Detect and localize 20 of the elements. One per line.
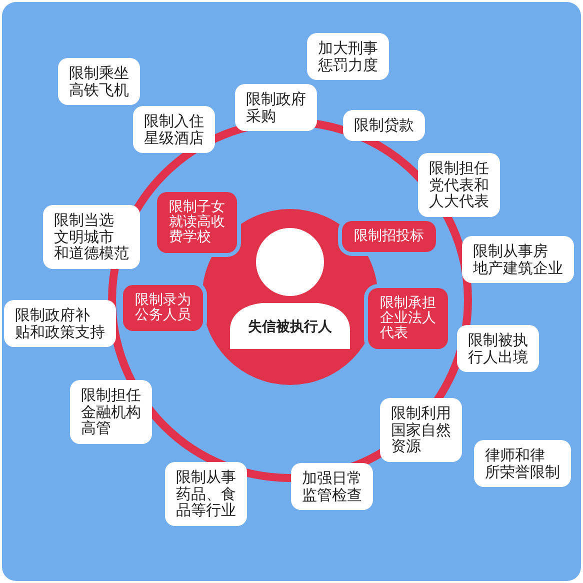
callout-card: 限制被执行人出境 bbox=[457, 325, 539, 372]
callout-card: 限制担任党代表和人大代表 bbox=[418, 153, 500, 216]
highlight-card: 限制招投标 bbox=[342, 221, 436, 252]
callout-card: 加强日常监管检查 bbox=[291, 463, 373, 510]
callout-card: 限制利用国家自然资源 bbox=[380, 398, 462, 462]
highlight-card: 限制子女就读高收费学校 bbox=[157, 192, 237, 253]
callout-card: 限制担任金融机构高管 bbox=[70, 380, 152, 444]
callout-card: 律师和律所荣誉限制 bbox=[474, 440, 571, 487]
callout-card: 限制入住星级酒店 bbox=[133, 106, 215, 153]
callout-card: 限制当选文明城市和道德模范 bbox=[43, 205, 140, 268]
highlight-card: 限制承担企业法人代表 bbox=[368, 288, 448, 349]
callout-card: 限制从事药品、食品等行业 bbox=[165, 462, 247, 526]
callout-card: 加大刑事惩罚力度 bbox=[307, 33, 389, 80]
callout-card: 限制乘坐高铁飞机 bbox=[58, 58, 140, 105]
highlight-card: 限制录为公务人员 bbox=[123, 285, 203, 331]
person-label: 失信被执行人 bbox=[248, 319, 332, 335]
callout-card: 限制从事房地产建筑企业 bbox=[462, 236, 574, 283]
callout-card: 限制贷款 bbox=[343, 110, 425, 140]
callout-card: 限制政府采购 bbox=[235, 84, 317, 131]
callout-card: 限制政府补贴和政策支持 bbox=[4, 300, 116, 347]
